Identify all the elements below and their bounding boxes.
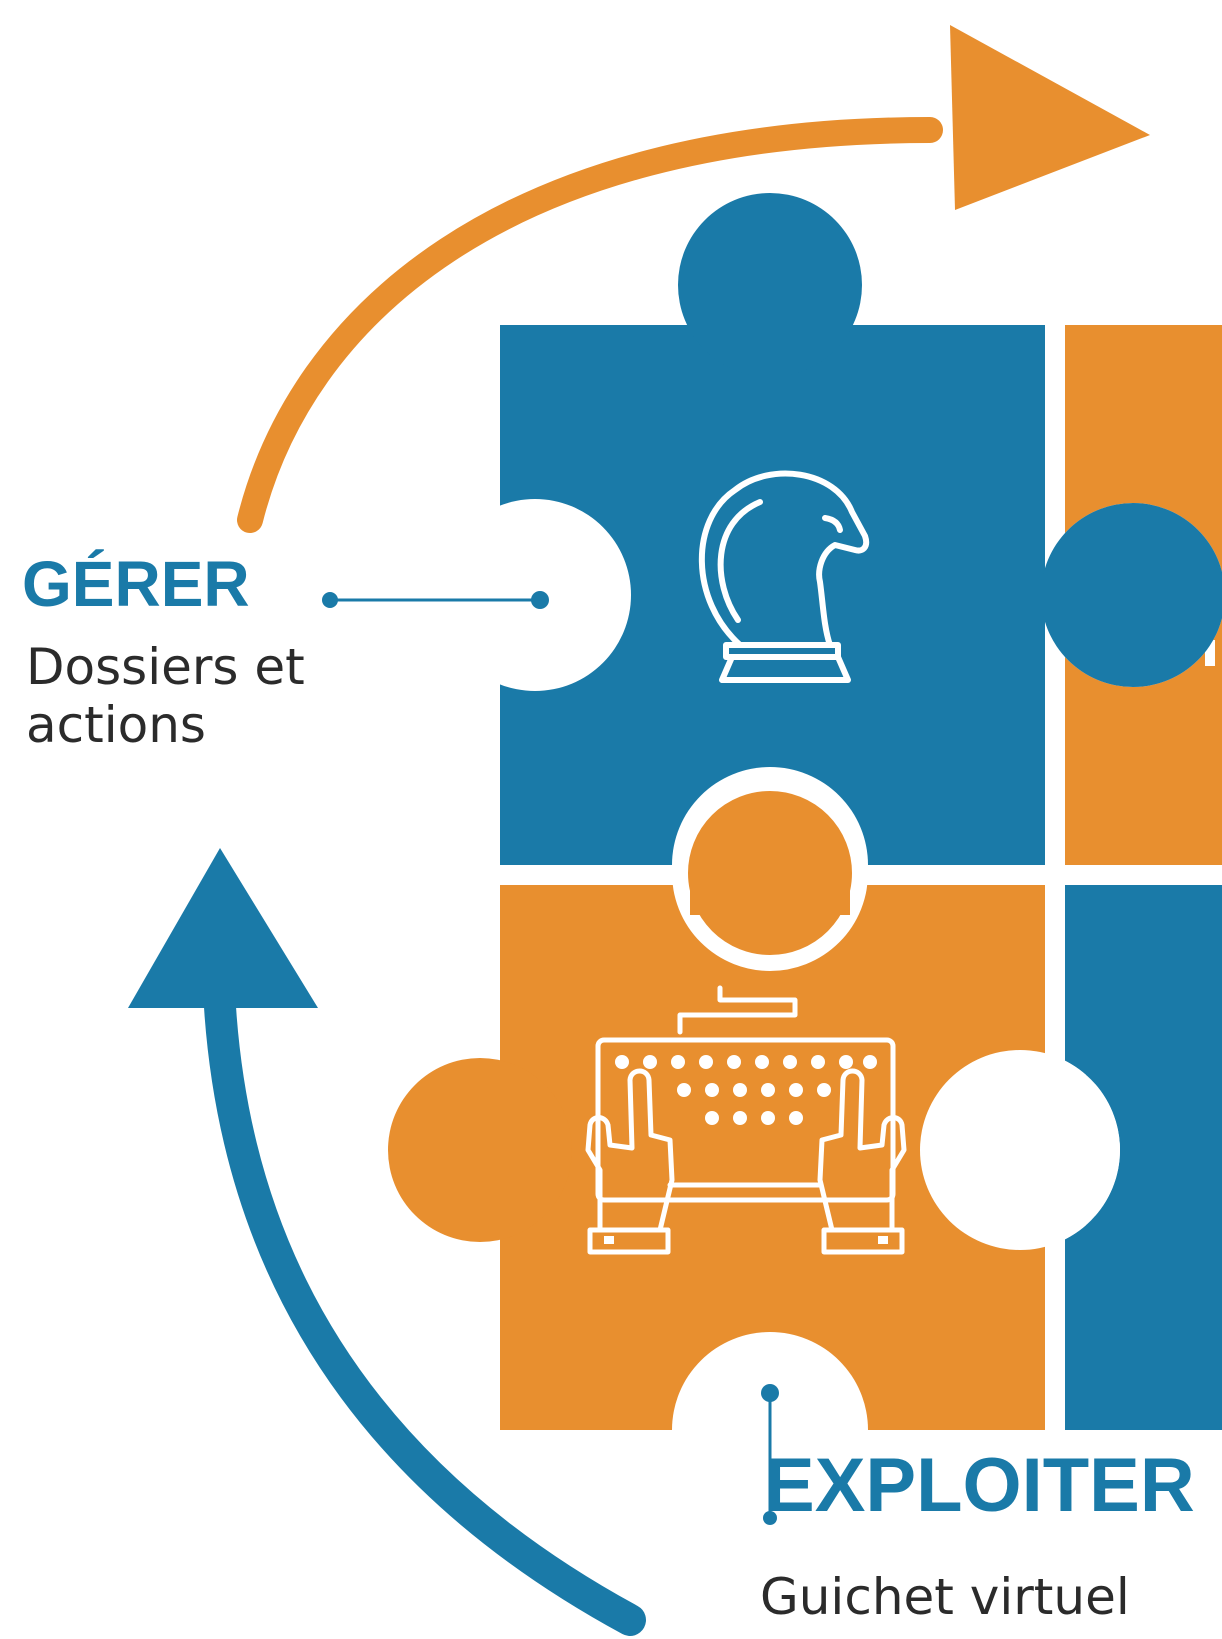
gerer-subtitle-text: Dossiers et actions	[26, 638, 305, 754]
exploiter-subtitle: Guichet virtuel	[760, 1568, 1130, 1626]
chess-knight-icon	[698, 470, 870, 683]
blue-cycle-arrow	[128, 848, 646, 1636]
gerer-title: GÉRER	[22, 548, 250, 620]
exploiter-title: EXPLOITER	[764, 1443, 1195, 1528]
gerer-connector	[322, 591, 549, 609]
puzzle-piece-bottom-left	[388, 775, 1120, 1528]
keyboard-typing-icon	[585, 985, 907, 1255]
gerer-subtitle: Dossiers et actions	[26, 638, 356, 754]
exploiter-connector	[761, 1384, 779, 1525]
orange-cycle-arrow	[237, 25, 1150, 533]
